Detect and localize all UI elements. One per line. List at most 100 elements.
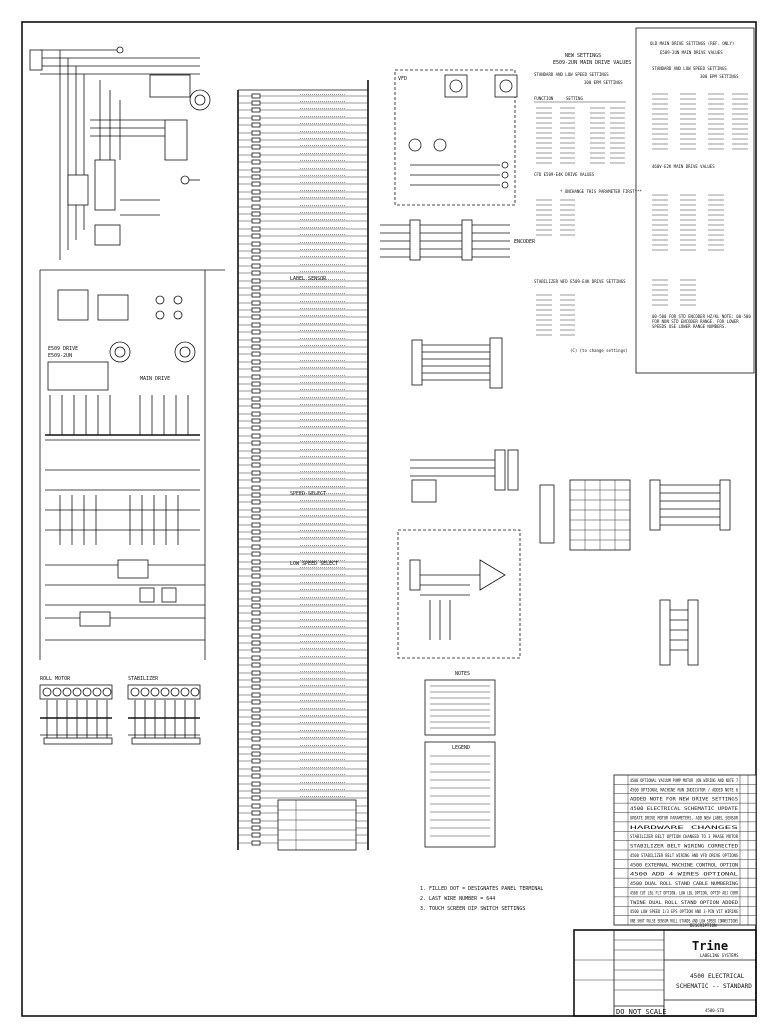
- rung-contact: [251, 647, 261, 653]
- rung-contact: [251, 840, 261, 846]
- rung-contact: [251, 529, 261, 535]
- rung-contact: [251, 396, 261, 402]
- rung-contact: [251, 374, 261, 380]
- rung-contact: [251, 810, 261, 816]
- rung-contact: [251, 455, 261, 461]
- main-plug-diagram: VFD: [394, 69, 518, 206]
- rung-contact: [251, 433, 261, 439]
- rung-contact: [251, 581, 261, 587]
- old-settings-section: OLD MAIN DRIVE SETTINGS (REF. ONLY) E509…: [635, 27, 755, 374]
- rung-contact: [251, 226, 261, 232]
- old-speed-b-label: 300 EPM SETTINGS: [700, 74, 739, 79]
- rung-contact: [251, 633, 261, 639]
- rung-contact: [251, 270, 261, 276]
- rung-contact: [251, 766, 261, 772]
- change-settings-note: (C) (to change settings): [570, 348, 628, 353]
- old-settings-note: 00-500 FOR STD ENCODER HZ/KL NOTE: 00-50…: [652, 314, 751, 329]
- rung-contact: [251, 181, 261, 187]
- roll-motor-terminals: ROLL MOTOR STABILIZER: [39, 676, 201, 745]
- rung-contact: [251, 174, 261, 180]
- stabilizer-label: STABILIZER: [128, 676, 159, 682]
- revision-row-text: ADDED NOTE FOR NEW DRIVE SETTINGS: [630, 797, 739, 802]
- rung-contact: [251, 536, 261, 542]
- rung-contact: [251, 448, 261, 454]
- rung-contact: [251, 507, 261, 513]
- rung-contact: [251, 729, 261, 735]
- revision-row-text: 4500 ELECTRICAL SCHEMATIC UPDATE: [630, 806, 739, 811]
- old-settings-box: [635, 27, 755, 374]
- rung-contact: [251, 189, 261, 195]
- rung-contact: [251, 307, 261, 313]
- power-input-section: [29, 46, 225, 660]
- rung-contact: [251, 803, 261, 809]
- old-settings-rows: [652, 93, 748, 306]
- rung-contact: [251, 470, 261, 476]
- rung-contact: [251, 795, 261, 801]
- low-speed-select-text: LOW SPEED SELECT: [290, 561, 338, 567]
- rung-contact: [251, 366, 261, 372]
- new-settings-heading: NEW SETTINGS: [565, 53, 601, 59]
- rung-contact: [251, 344, 261, 350]
- rung-contact: [251, 596, 261, 602]
- rung-contact: [251, 248, 261, 254]
- footnote-1: 1. FILLED DOT = DESIGNATES PANEL TERMINA…: [420, 886, 543, 892]
- rung-contact: [251, 692, 261, 698]
- rung-contact: [251, 573, 261, 579]
- rung-contact: [251, 411, 261, 417]
- revision-row-text: STABILIZER BELT WIRING CORRECTED: [630, 844, 739, 849]
- rung-contact: [251, 359, 261, 365]
- rung-contact: [251, 100, 261, 106]
- revision-row-text: 4500 EXTERNAL MACHINE CONTROL OPTION: [630, 862, 739, 867]
- rung-contact: [251, 566, 261, 572]
- footnote-3: 3. TOUCH SCREEN DIP SWITCH SETTINGS: [420, 906, 525, 912]
- right-connector-diagrams: [539, 479, 731, 666]
- drive-label: E509 DRIVE: [48, 346, 78, 352]
- revision-row-text: 4500 CUT LBL FLT OPTION, LOW LBL OPTION,…: [630, 890, 738, 895]
- rung-contact: [251, 115, 261, 121]
- external-terminal-table: [277, 799, 357, 851]
- touchscreen-connector: [411, 337, 503, 389]
- rung-contact: [251, 218, 261, 224]
- ladder-rungs: [238, 93, 368, 846]
- revision-row-text: 4500 STABILIZER BELT WIRING AND VFD DRIV…: [630, 853, 739, 858]
- rung-contact: [251, 204, 261, 210]
- encoder-label: ENCODER: [514, 239, 536, 245]
- main-drive-label: MAIN DRIVE: [140, 376, 170, 382]
- rung-contact: [251, 196, 261, 202]
- drawing-number: 4500-STD: [705, 1008, 725, 1013]
- do-not-scale-text: DO NOT SCALE: [616, 1008, 667, 1016]
- rung-contact: [251, 610, 261, 616]
- title-line-2: SCHEMATIC -- STANDARD: [676, 983, 752, 990]
- company-logo-text: Trine: [692, 939, 728, 953]
- new-speed-a-label: STANDARD AND LOW SPEED SETTINGS: [534, 72, 609, 77]
- rung-contact: [251, 278, 261, 284]
- rung-contact: [251, 744, 261, 750]
- rung-contact: [251, 167, 261, 173]
- title-line-1: 4500 ELECTRICAL: [690, 973, 745, 980]
- notes-section: NOTES LEGEND 1. FILLED DOT = DESIGNATES …: [420, 671, 543, 912]
- option-block-diagram: [397, 529, 521, 659]
- speed-select-text: SPEED SELECT: [290, 491, 326, 497]
- rung-contact: [251, 292, 261, 298]
- rung-contact: [251, 255, 261, 261]
- rung-contact: [251, 440, 261, 446]
- rung-contact: [251, 758, 261, 764]
- rung-contact: [251, 618, 261, 624]
- rung-contact: [251, 522, 261, 528]
- rung-contact: [251, 751, 261, 757]
- rung-contact: [251, 825, 261, 831]
- plc-cable-diagram: [410, 449, 519, 503]
- rung-contact: [251, 773, 261, 779]
- rung-contact: [251, 403, 261, 409]
- sheet-border: [21, 21, 757, 1017]
- revision-row-text: STABILIZER BELT OPTION CHANGED TO 3 PHAS…: [630, 834, 739, 839]
- old-speed-a-label: STANDARD AND LOW SPEED SETTINGS: [652, 66, 727, 71]
- rung-contact: [251, 625, 261, 631]
- rung-contact: [251, 588, 261, 594]
- rung-contact: [251, 314, 261, 320]
- revision-row-text: UPDATE DRIVE MOTOR PARAMETERS, ADD NEW L…: [630, 815, 739, 820]
- rung-contact: [251, 559, 261, 565]
- rung-contact: [251, 492, 261, 498]
- rung-contact: [251, 707, 261, 713]
